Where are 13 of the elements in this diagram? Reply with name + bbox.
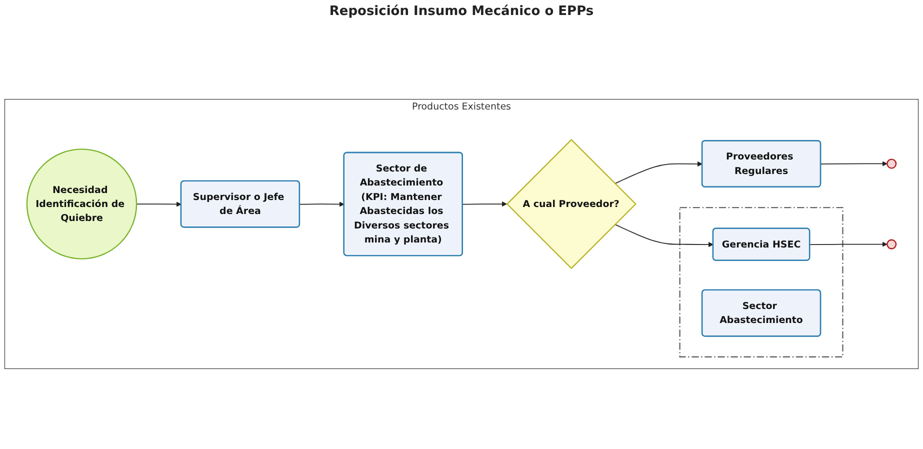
node-diamond: A cual Proveedor? [506, 138, 637, 270]
annotation-text: Reposición Insumo Mecánico o EPPs [329, 4, 594, 19]
node-circle [886, 158, 897, 169]
arrow [299, 202, 344, 207]
node-circle: Necesidad Identificación de Quiebre [26, 148, 138, 260]
arrow [614, 161, 703, 184]
arrow [614, 224, 714, 248]
arrow [820, 161, 888, 166]
cluster [679, 206, 844, 358]
arrow [136, 202, 182, 207]
arrow [462, 201, 508, 207]
arrow [809, 242, 888, 247]
node-circle [886, 239, 897, 250]
